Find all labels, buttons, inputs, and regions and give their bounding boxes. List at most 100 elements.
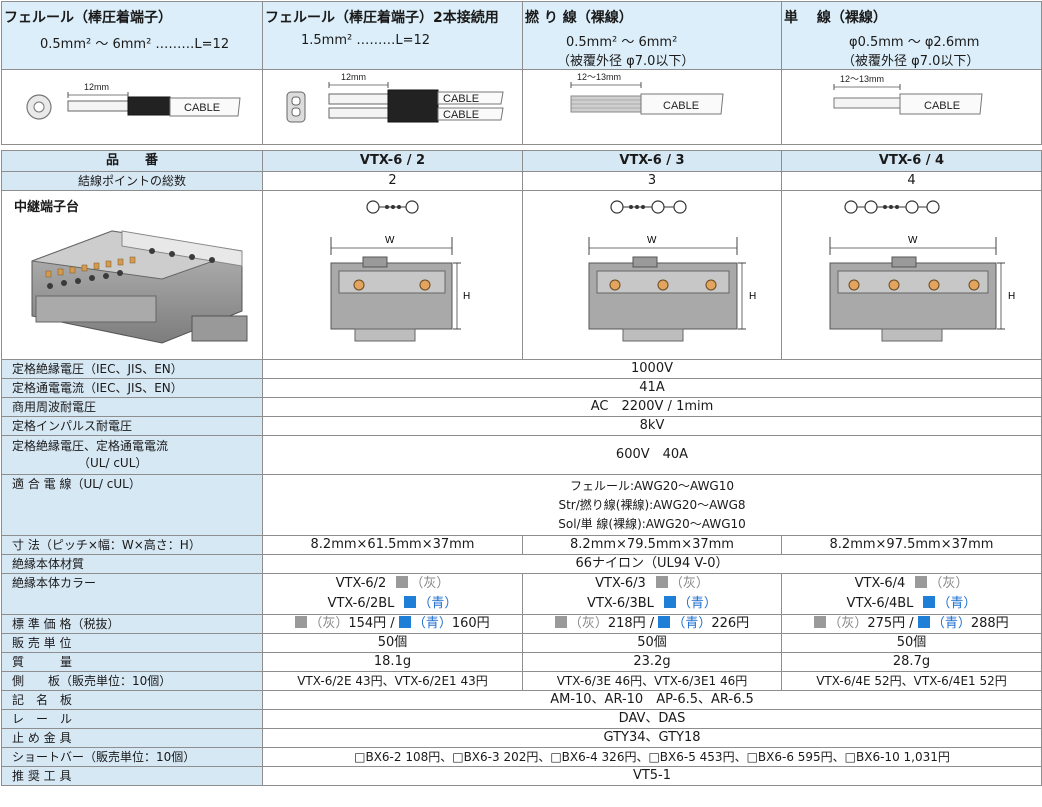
spec-label: 絶縁本体カラー bbox=[1, 573, 263, 615]
spec-value: 600V 40A bbox=[262, 435, 1042, 475]
dimension-label: 12～13mm bbox=[840, 74, 884, 84]
blue-label: （青） bbox=[931, 616, 971, 631]
spec-label: 適 合 電 線（UL/ cUL） bbox=[1, 474, 263, 536]
gray-swatch-icon bbox=[554, 616, 567, 628]
terminal-block-diagram: W H bbox=[330, 200, 470, 342]
block-title: 中継端子台 bbox=[14, 200, 80, 215]
price-row: 標 準 価 格（税抜） （灰）154円 / （青）160円 （灰）218円 / … bbox=[1, 614, 1042, 634]
spec-label-line: 定格絶縁電圧、定格通電電流 bbox=[12, 439, 169, 453]
gray-label: （灰） bbox=[929, 576, 969, 591]
block-row: 中継端子台 bbox=[1, 190, 1042, 360]
spec-label: 販 売 単 位 bbox=[1, 633, 263, 653]
solid-wire-icon: CABLE 12～13mm bbox=[833, 74, 983, 115]
model-row: 品 番 VTX-6 / 2 VTX-6 / 3 VTX-6 / 4 bbox=[1, 150, 1042, 172]
spec-label: 推 奨 工 具 bbox=[1, 766, 263, 786]
stranded-wire-icon: CABLE 12～13mm bbox=[570, 72, 724, 115]
model-gray: VTX-6/2 bbox=[335, 576, 387, 591]
spec-value: 8kV bbox=[262, 416, 1042, 436]
block-diagram-vtx-6-2: W H bbox=[262, 190, 523, 360]
spec-value: VTX-6/2E 43円、VTX-6/2E1 43円 bbox=[262, 671, 523, 691]
twin-ferrule-diagram: CABLE CABLE 12mm bbox=[262, 69, 523, 145]
spec-label: 質 量 bbox=[1, 652, 263, 672]
spec-label: 標 準 価 格（税抜） bbox=[1, 614, 263, 634]
spec-row: 絶縁本体材質 66ナイロン（UL94 V-0） bbox=[1, 554, 1042, 574]
price-gray: 154円 bbox=[348, 616, 387, 631]
model-blue: VTX-6/2BL bbox=[327, 596, 395, 611]
price-value: （灰）218円 / （青）226円 bbox=[522, 614, 782, 634]
wire-type-ferrule: フェルール（棒圧着端子） 0.5mm² ～ 6mm² ………L=12 bbox=[1, 1, 263, 70]
dimension-label: 12mm bbox=[84, 82, 109, 92]
wire-type-twin-ferrule: フェルール（棒圧着端子）2本接続用 1.5mm² ………L=12 bbox=[262, 1, 523, 70]
spec-value: AC 2200V / 1mim bbox=[262, 397, 1042, 417]
gray-label: （灰） bbox=[410, 576, 450, 591]
blue-swatch-icon bbox=[663, 596, 676, 608]
wire-type-title: 撚 り 線（裸線） bbox=[525, 10, 633, 26]
wire-type-spec: φ0.5mm ～ φ2.6mm bbox=[849, 35, 980, 50]
ferrule-diagram: CABLE 12mm bbox=[1, 69, 263, 145]
color-value: VTX-6/3（灰） VTX-6/3BL（青） bbox=[522, 573, 782, 615]
dim-h-label: H bbox=[1008, 291, 1015, 302]
model-vtx-6-2: VTX-6 / 2 bbox=[262, 150, 523, 172]
spec-value: AM-10、AR-10 AP-6.5、AR-6.5 bbox=[262, 690, 1042, 710]
stranded-diagram: CABLE 12～13mm bbox=[522, 69, 782, 145]
spec-row: 定格絶縁電圧、定格通電電流 （UL/ cUL） 600V 40A bbox=[1, 435, 1042, 475]
price-value: （灰）275円 / （青）288円 bbox=[781, 614, 1042, 634]
model-gray: VTX-6/3 bbox=[595, 576, 646, 591]
spec-row: 販 売 単 位 50個 50個 50個 bbox=[1, 633, 1042, 653]
blue-swatch-icon bbox=[923, 596, 936, 608]
wire-type-spec: 0.5mm² ～ 6mm² ………L=12 bbox=[40, 37, 230, 52]
wire-type-table: フェルール（棒圧着端子） 0.5mm² ～ 6mm² ………L=12 フェルール… bbox=[1, 1, 1042, 145]
spec-row: 寸 法（ピッチ×幅：W×高さ：H） 8.2mm×61.5mm×37mm 8.2m… bbox=[1, 535, 1042, 555]
points-value: 3 bbox=[522, 171, 782, 191]
cable-label: CABLE bbox=[663, 100, 699, 112]
spec-value: 66ナイロン（UL94 V-0） bbox=[262, 554, 1042, 574]
blue-swatch-icon bbox=[404, 596, 417, 608]
cable-label: CABLE bbox=[184, 102, 220, 114]
spec-row: 定格通電電流（IEC、JIS、EN） 41A bbox=[1, 378, 1042, 398]
dim-h-label: H bbox=[463, 291, 470, 302]
spec-row: 質 量 18.1g 23.2g 28.7g bbox=[1, 652, 1042, 672]
terminal-block-diagram: W H bbox=[829, 200, 1015, 342]
spec-value: フェルール:AWG20～AWG10 Str/撚り線(裸線):AWG20～AWG8… bbox=[262, 474, 1042, 536]
blue-label: （青） bbox=[677, 596, 717, 611]
spec-value: 50個 bbox=[522, 633, 782, 653]
spec-label: 記 名 板 bbox=[1, 690, 263, 710]
spec-label: 寸 法（ピッチ×幅：W×高さ：H） bbox=[1, 535, 263, 555]
color-value: VTX-6/4（灰） VTX-6/4BL（青） bbox=[781, 573, 1042, 615]
points-label: 結線ポイントの総数 bbox=[1, 171, 263, 191]
spec-label: 定格絶縁電圧、定格通電電流 （UL/ cUL） bbox=[1, 435, 263, 475]
dim-h-label: H bbox=[749, 291, 756, 302]
ul-wire-line: フェルール:AWG20～AWG10 bbox=[569, 478, 735, 493]
spec-label: 止 め 金 具 bbox=[1, 728, 263, 748]
gray-label: （灰） bbox=[309, 616, 349, 631]
solid-diagram: CABLE 12～13mm bbox=[781, 69, 1042, 145]
model-blue: VTX-6/4BL bbox=[846, 596, 914, 611]
cable-label: CABLE bbox=[924, 100, 960, 112]
spec-value: 8.2mm×79.5mm×37mm bbox=[522, 535, 782, 555]
price-value: （灰）154円 / （青）160円 bbox=[262, 614, 523, 634]
blue-swatch-icon bbox=[398, 616, 411, 628]
blue-swatch-icon bbox=[658, 616, 671, 628]
spec-row: 推 奨 工 具 VT5-1 bbox=[1, 766, 1042, 786]
spec-row: 止 め 金 具 GTY34、GTY18 bbox=[1, 728, 1042, 748]
dim-w-label: W bbox=[385, 235, 395, 246]
spec-value: 50個 bbox=[781, 633, 1042, 653]
spec-row: 適 合 電 線（UL/ cUL） フェルール:AWG20～AWG10 Str/撚… bbox=[1, 474, 1042, 536]
wire-type-spec: 0.5mm² ～ 6mm² bbox=[566, 35, 678, 50]
cable-label: CABLE bbox=[443, 93, 479, 105]
blue-swatch-icon bbox=[917, 616, 930, 628]
model-label: 品 番 bbox=[1, 150, 263, 172]
dimension-label: 12～13mm bbox=[577, 72, 621, 82]
spec-row: 記 名 板 AM-10、AR-10 AP-6.5、AR-6.5 bbox=[1, 690, 1042, 710]
wire-type-spec2: （被覆外径 φ7.0以下） bbox=[557, 54, 695, 69]
points-value: 2 bbox=[262, 171, 523, 191]
spec-label: 側 板（販売単位：10個） bbox=[1, 671, 263, 691]
gray-swatch-icon bbox=[655, 576, 668, 588]
color-value: VTX-6/2（灰） VTX-6/2BL（青） bbox=[262, 573, 523, 615]
wire-type-solid: 単 線（裸線） φ0.5mm ～ φ2.6mm （被覆外径 φ7.0以下） bbox=[781, 1, 1042, 70]
price-separator: / bbox=[645, 616, 659, 631]
spec-value: 8.2mm×97.5mm×37mm bbox=[781, 535, 1042, 555]
spec-label: ショートバー（販売単位：10個） bbox=[1, 747, 263, 767]
ferrule-end-icon: CABLE 12mm bbox=[26, 82, 241, 120]
spec-label: 定格通電電流（IEC、JIS、EN） bbox=[1, 378, 263, 398]
